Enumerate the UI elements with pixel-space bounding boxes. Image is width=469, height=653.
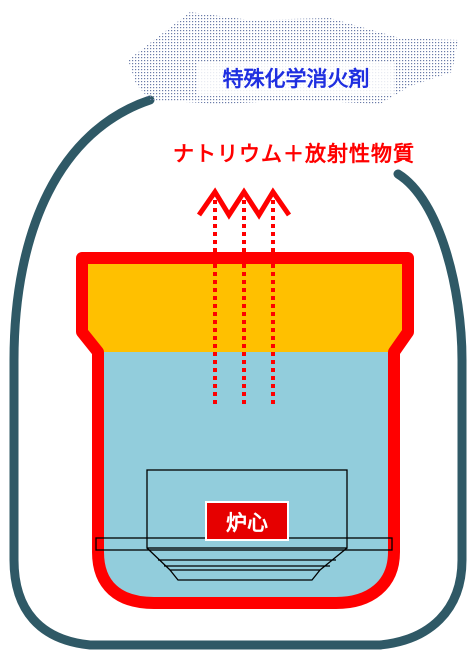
release-arrows <box>196 187 292 405</box>
core-label: 炉心 <box>226 511 268 535</box>
core-label-box <box>205 501 289 541</box>
extinguisher-label: 特殊化学消火剤 <box>223 67 370 91</box>
reactor-vessel-outline <box>76 252 414 609</box>
release-label: ナトリウム＋放射性物質 <box>173 142 415 166</box>
containment-vessel <box>9 95 467 650</box>
extinguisher-label-bg <box>198 62 394 96</box>
core-structure <box>95 469 393 581</box>
